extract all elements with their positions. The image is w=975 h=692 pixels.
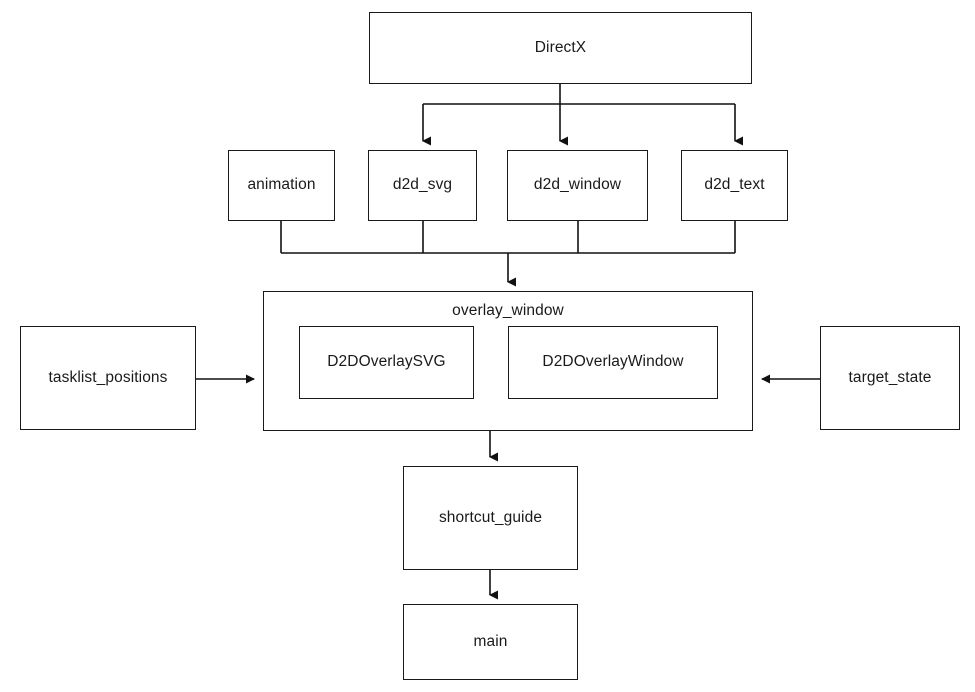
node-d2d-text-label: d2d_text — [704, 176, 765, 194]
node-d2d-overlay-svg-label: D2DOverlaySVG — [327, 353, 446, 371]
node-tasklist-positions-label: tasklist_positions — [48, 368, 168, 386]
node-target-state-label: target_state — [848, 368, 932, 386]
node-d2d-window[interactable]: d2d_window — [507, 150, 648, 221]
node-shortcut-guide[interactable]: shortcut_guide — [403, 466, 578, 570]
node-shortcut-guide-label: shortcut_guide — [438, 508, 543, 526]
node-d2d-svg[interactable]: d2d_svg — [368, 150, 477, 221]
node-directx-label: DirectX — [534, 38, 587, 56]
node-d2d-overlay-window-label: D2DOverlayWindow — [542, 353, 684, 371]
node-d2d-overlay-svg[interactable]: D2DOverlaySVG — [299, 326, 474, 399]
node-overlay-window[interactable]: overlay_window — [263, 291, 753, 431]
node-target-state[interactable]: target_state — [820, 326, 960, 430]
node-tasklist-positions[interactable]: tasklist_positions — [20, 326, 196, 430]
node-d2d-overlay-window[interactable]: D2DOverlayWindow — [508, 326, 718, 399]
node-d2d-window-label: d2d_window — [533, 176, 622, 194]
node-animation[interactable]: animation — [228, 150, 335, 221]
node-directx[interactable]: DirectX — [369, 12, 752, 84]
node-main-label: main — [473, 632, 508, 650]
node-animation-label: animation — [247, 176, 316, 194]
node-d2d-svg-label: d2d_svg — [392, 176, 453, 194]
node-overlay-window-label: overlay_window — [452, 302, 564, 319]
node-main[interactable]: main — [403, 604, 578, 680]
node-d2d-text[interactable]: d2d_text — [681, 150, 788, 221]
